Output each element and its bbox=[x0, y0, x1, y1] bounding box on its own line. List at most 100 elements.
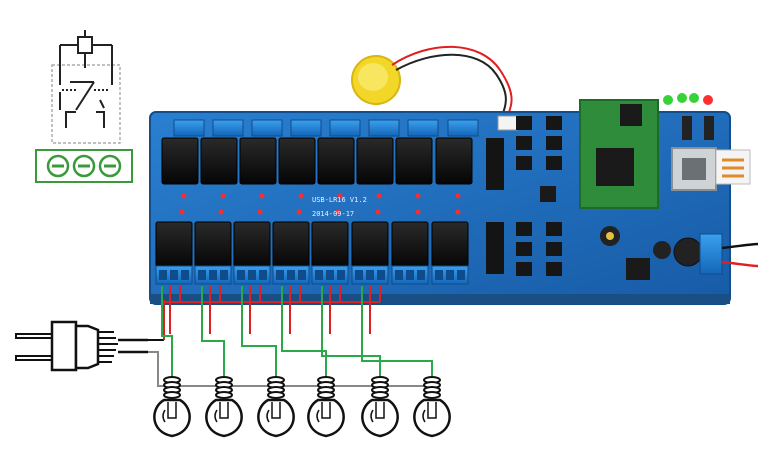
terminal-screw bbox=[259, 270, 267, 280]
terminal-screw bbox=[457, 270, 465, 280]
relay-led bbox=[181, 193, 187, 199]
terminal-screw bbox=[435, 270, 443, 280]
relay-top bbox=[278, 137, 316, 185]
relay-led bbox=[455, 209, 461, 215]
relay-bottom bbox=[351, 221, 389, 269]
terminal-screw bbox=[287, 270, 295, 280]
bulb-filament bbox=[321, 402, 331, 419]
optocoupler-chip bbox=[546, 116, 562, 130]
terminal-screw bbox=[326, 270, 334, 280]
relay-led bbox=[259, 193, 265, 199]
relay-array bbox=[155, 119, 479, 285]
bulb-filament bbox=[375, 402, 385, 419]
relay-terminal-top bbox=[290, 119, 322, 137]
bulb-filament bbox=[271, 402, 281, 419]
wire-green bbox=[241, 286, 277, 380]
bulb-thread bbox=[371, 391, 389, 399]
relay-led bbox=[257, 209, 263, 215]
relay-top bbox=[161, 137, 199, 185]
optocoupler-chip bbox=[546, 262, 562, 276]
optocoupler-chip bbox=[516, 262, 532, 276]
bulb-thread bbox=[215, 391, 233, 399]
wire-neutral bbox=[148, 351, 438, 387]
terminal-screw bbox=[170, 270, 178, 280]
wire-green bbox=[321, 286, 381, 380]
relay-bottom bbox=[155, 221, 193, 269]
terminal-screw bbox=[209, 270, 217, 280]
bulb-highlight bbox=[162, 409, 166, 423]
relay-led bbox=[296, 209, 302, 215]
relay-terminal-top bbox=[173, 119, 205, 137]
terminal-screw bbox=[395, 270, 403, 280]
relay-led bbox=[455, 193, 461, 199]
relay-contact-schematic-icon bbox=[51, 30, 121, 144]
power-input-terminal bbox=[699, 233, 723, 275]
relay-terminal-top bbox=[407, 119, 439, 137]
terminal-screw bbox=[417, 270, 425, 280]
terminal-screw bbox=[337, 270, 345, 280]
wire-green bbox=[361, 286, 433, 380]
terminal-screw bbox=[276, 270, 284, 280]
terminal-screw bbox=[355, 270, 363, 280]
relay-led bbox=[218, 209, 224, 215]
relay-led bbox=[415, 193, 421, 199]
bulb-thread bbox=[267, 391, 285, 399]
light-bulb-icon bbox=[413, 376, 451, 438]
optocoupler-chip bbox=[516, 242, 532, 256]
load-wiring bbox=[148, 286, 438, 387]
board-date-label: 2014-09-17 bbox=[312, 210, 354, 218]
relay-bottom bbox=[233, 221, 271, 269]
optocoupler-chip bbox=[516, 156, 532, 170]
terminal-screw bbox=[248, 270, 256, 280]
optocoupler-chip bbox=[546, 136, 562, 150]
bulb-thread bbox=[423, 391, 441, 399]
terminal-screw bbox=[198, 270, 206, 280]
relay-bottom bbox=[391, 221, 429, 269]
light-bulb-icon bbox=[257, 376, 295, 438]
optocoupler-chip bbox=[516, 116, 532, 130]
relay-top bbox=[239, 137, 277, 185]
relay-led bbox=[220, 193, 226, 199]
terminal-screw bbox=[377, 270, 385, 280]
light-bulb-icon bbox=[307, 376, 345, 438]
bulb-filament bbox=[219, 402, 229, 419]
board-model-label: USB-LR16 V1.2 bbox=[312, 196, 367, 204]
battery-connector bbox=[497, 115, 519, 131]
terminal-screw bbox=[315, 270, 323, 280]
relay-top bbox=[395, 137, 433, 185]
control-section bbox=[486, 93, 758, 280]
bulb-highlight bbox=[370, 409, 374, 423]
wire-green bbox=[281, 286, 327, 380]
terminal-screw bbox=[406, 270, 414, 280]
relay-led bbox=[376, 193, 382, 199]
bulb-highlight bbox=[214, 409, 218, 423]
relay-led bbox=[298, 193, 304, 199]
bulb-highlight bbox=[266, 409, 270, 423]
light-bulb-icon bbox=[205, 376, 243, 438]
bulb-filament bbox=[167, 402, 177, 419]
wire-green bbox=[201, 286, 225, 380]
relay-terminal-top bbox=[329, 119, 361, 137]
terminal-screw bbox=[237, 270, 245, 280]
terminal-screw bbox=[220, 270, 228, 280]
terminal-block-icon bbox=[35, 149, 133, 183]
power-plug-icon bbox=[15, 320, 148, 372]
optocoupler-chip bbox=[516, 136, 532, 150]
relay-top bbox=[317, 137, 355, 185]
terminal-screw bbox=[298, 270, 306, 280]
optocoupler-chip bbox=[546, 156, 562, 170]
relay-led bbox=[415, 209, 421, 215]
relay-led bbox=[337, 193, 343, 199]
relay-terminal-top bbox=[447, 119, 479, 137]
optocoupler-chip bbox=[546, 242, 562, 256]
terminal-screw bbox=[159, 270, 167, 280]
bulb-highlight bbox=[316, 409, 320, 423]
light-bulb-icon bbox=[153, 376, 191, 438]
optocoupler-chip bbox=[546, 222, 562, 236]
relay-led bbox=[375, 209, 381, 215]
relay-bottom bbox=[311, 221, 349, 269]
relay-top bbox=[435, 137, 473, 185]
bulb-thread bbox=[317, 391, 335, 399]
relay-bottom bbox=[272, 221, 310, 269]
